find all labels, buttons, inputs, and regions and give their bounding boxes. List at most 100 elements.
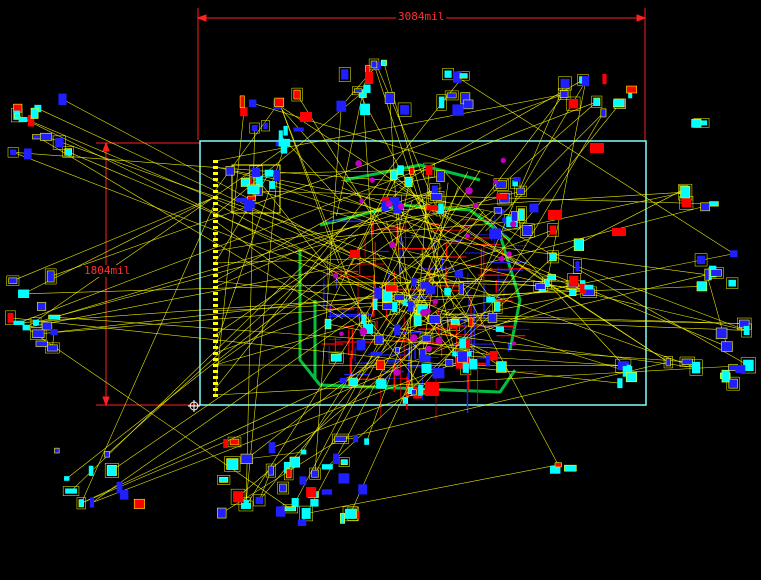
- component-pad[interactable]: [489, 350, 498, 361]
- component-pad[interactable]: [425, 165, 433, 176]
- connector-pin[interactable]: [213, 202, 218, 205]
- component-pad[interactable]: [617, 361, 629, 371]
- component-pad[interactable]: [626, 85, 637, 94]
- component-pad[interactable]: [263, 122, 268, 129]
- component-pad[interactable]: [622, 366, 633, 377]
- component-pad[interactable]: [600, 108, 607, 118]
- component-pad[interactable]: [338, 473, 350, 484]
- component-pad[interactable]: [579, 283, 587, 294]
- component-pad[interactable]: [487, 312, 498, 323]
- component-pad[interactable]: [430, 193, 443, 201]
- component-pad[interactable]: [106, 465, 117, 476]
- component-pad[interactable]: [239, 95, 245, 109]
- component-pad[interactable]: [41, 321, 53, 331]
- component-pad[interactable]: [88, 465, 94, 476]
- component-pad[interactable]: [462, 362, 469, 373]
- component-pad[interactable]: [715, 327, 728, 340]
- component-pad[interactable]: [324, 318, 332, 330]
- connector-pin[interactable]: [213, 382, 218, 385]
- component-pad[interactable]: [549, 225, 557, 235]
- component-pad[interactable]: [247, 184, 260, 195]
- component-pad[interactable]: [444, 70, 452, 78]
- component-pad[interactable]: [392, 301, 398, 313]
- component-pad[interactable]: [617, 378, 623, 389]
- connector-pin[interactable]: [213, 370, 218, 373]
- connector-pin[interactable]: [213, 286, 218, 289]
- component-pad[interactable]: [445, 359, 454, 367]
- component-pad[interactable]: [363, 323, 374, 334]
- connector-pin[interactable]: [213, 220, 218, 223]
- component-pad[interactable]: [382, 302, 394, 310]
- component-pad[interactable]: [47, 344, 58, 352]
- component-pad[interactable]: [569, 275, 579, 287]
- component-pad[interactable]: [380, 59, 387, 66]
- component-pad[interactable]: [521, 225, 533, 236]
- connector-pin[interactable]: [213, 358, 218, 361]
- component-pad[interactable]: [454, 270, 463, 279]
- component-pad[interactable]: [695, 120, 708, 126]
- component-pad[interactable]: [116, 481, 123, 494]
- component-pad[interactable]: [244, 199, 253, 212]
- component-pad[interactable]: [418, 384, 423, 396]
- component-pad[interactable]: [236, 197, 247, 203]
- component-pad[interactable]: [78, 499, 84, 508]
- component-pad[interactable]: [268, 442, 276, 454]
- component-pad[interactable]: [353, 88, 363, 94]
- component-pad[interactable]: [419, 354, 431, 363]
- component-pad[interactable]: [376, 379, 387, 389]
- component-pad[interactable]: [593, 97, 601, 106]
- component-pad[interactable]: [704, 268, 710, 281]
- component-pad[interactable]: [310, 499, 319, 507]
- component-pad[interactable]: [348, 377, 358, 387]
- component-pad[interactable]: [389, 196, 400, 205]
- component-pad[interactable]: [334, 435, 347, 442]
- component-pad[interactable]: [251, 167, 261, 177]
- component-pad[interactable]: [681, 358, 693, 365]
- component-pad[interactable]: [444, 287, 451, 296]
- component-pad[interactable]: [665, 357, 671, 367]
- component-pad[interactable]: [496, 361, 507, 373]
- component-pad[interactable]: [58, 93, 67, 105]
- component-pad[interactable]: [219, 476, 229, 483]
- component-pad[interactable]: [293, 127, 304, 132]
- component-pad[interactable]: [402, 397, 408, 404]
- component-pad[interactable]: [276, 506, 286, 517]
- component-pad[interactable]: [549, 252, 557, 262]
- component-pad[interactable]: [535, 283, 546, 290]
- component-pad[interactable]: [32, 319, 40, 326]
- component-pad[interactable]: [240, 178, 251, 187]
- connector-pin[interactable]: [213, 172, 218, 175]
- connector-pin[interactable]: [213, 316, 218, 319]
- component-pad[interactable]: [229, 438, 240, 446]
- component-pad[interactable]: [374, 334, 384, 345]
- component-pad[interactable]: [392, 202, 402, 214]
- component-pad[interactable]: [544, 278, 550, 288]
- component-pad[interactable]: [48, 314, 61, 320]
- component-pad[interactable]: [289, 456, 300, 468]
- component-pad[interactable]: [390, 169, 398, 180]
- component-pad[interactable]: [494, 301, 501, 312]
- component-pad[interactable]: [455, 357, 464, 369]
- component-pad[interactable]: [64, 476, 70, 481]
- component-pad[interactable]: [499, 209, 505, 215]
- connector-pin[interactable]: [213, 178, 218, 181]
- component-pad[interactable]: [547, 274, 556, 281]
- component-pad[interactable]: [691, 361, 701, 374]
- component-pad[interactable]: [485, 354, 491, 367]
- connector-pin[interactable]: [213, 322, 218, 325]
- component-pad[interactable]: [700, 202, 711, 212]
- connector-pin[interactable]: [213, 304, 218, 307]
- component-pad[interactable]: [301, 508, 311, 519]
- component-pad[interactable]: [469, 358, 478, 370]
- component-pad[interactable]: [452, 351, 457, 357]
- connector-pin[interactable]: [213, 214, 218, 217]
- component-pad[interactable]: [457, 350, 468, 363]
- connector-pin[interactable]: [213, 226, 218, 229]
- component-pad[interactable]: [459, 338, 467, 349]
- component-pad[interactable]: [370, 351, 382, 356]
- component-pad[interactable]: [278, 138, 291, 147]
- component-pad[interactable]: [233, 491, 243, 503]
- component-pad[interactable]: [467, 351, 472, 357]
- component-pad[interactable]: [240, 453, 253, 464]
